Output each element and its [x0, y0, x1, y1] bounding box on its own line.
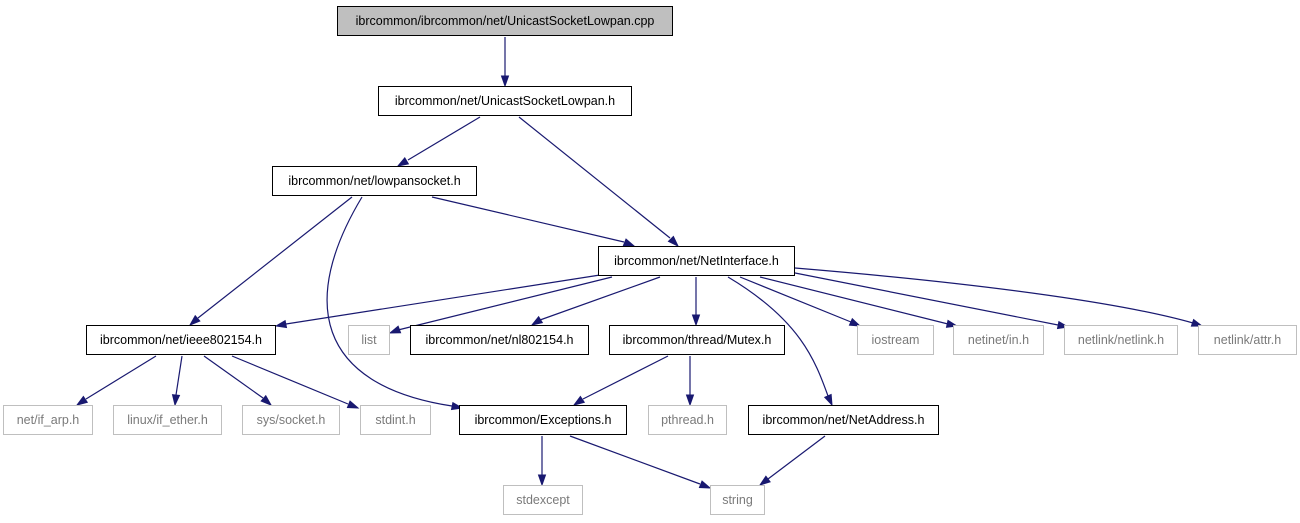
- arrowhead: [622, 238, 636, 247]
- edge-netif-to-list: [388, 276, 613, 334]
- edge-ieee-to-ifarp: [75, 355, 157, 406]
- edge-line: [789, 271, 1059, 326]
- arrowhead: [848, 317, 862, 327]
- node-netaddress-h[interactable]: ibrcommon/net/NetAddress.h: [748, 405, 939, 435]
- arrowhead: [530, 315, 544, 326]
- edge-lowpan-to-exc: [326, 196, 464, 411]
- arrowhead: [823, 393, 833, 407]
- edge-line: [197, 196, 353, 319]
- edge-lowpan-to-netif: [431, 196, 636, 247]
- edge-netif-to-iostream: [739, 276, 862, 327]
- node-sys-socket-h: sys/socket.h: [242, 405, 340, 435]
- arrowhead: [758, 475, 771, 486]
- edge-line: [767, 435, 826, 480]
- edge-line: [431, 196, 625, 243]
- node-pthread-h: pthread.h: [648, 405, 727, 435]
- arrowhead: [500, 75, 510, 88]
- arrowhead: [75, 395, 89, 406]
- edge-lowpan-to-ieee: [188, 196, 353, 326]
- arrowhead: [1190, 318, 1204, 327]
- node-root-unicastsocketlowpan-cpp[interactable]: ibrcommon/ibrcommon/net/UnicastSocketLow…: [337, 6, 673, 36]
- edges-layer: [75, 37, 1204, 489]
- arrowhead: [685, 394, 695, 407]
- edge-mutex-to-exc: [572, 355, 669, 406]
- edge-ieee-to-stdint: [231, 355, 360, 409]
- node-ieee802154-h[interactable]: ibrcommon/net/ieee802154.h: [86, 325, 276, 355]
- edge-netif-to-netinet: [759, 276, 959, 328]
- arrowhead: [572, 395, 586, 406]
- edge-line: [739, 276, 852, 323]
- edge-line: [85, 355, 157, 400]
- edge-exc-to-stdexcept: [537, 436, 547, 487]
- edge-netif-to-nl: [530, 276, 661, 326]
- arrowhead: [667, 235, 680, 248]
- edge-netif-to-ieee: [274, 274, 601, 329]
- edge-exc-to-string: [569, 435, 712, 489]
- edge-line: [231, 355, 349, 405]
- edge-unicast-to-lowpan: [396, 116, 481, 167]
- edge-line: [175, 355, 183, 396]
- node-list: list: [348, 325, 390, 355]
- node-lowpansocket-h[interactable]: ibrcommon/net/lowpansocket.h: [272, 166, 477, 196]
- arrowhead: [396, 156, 410, 167]
- edge-netif-to-mutex: [691, 277, 701, 327]
- arrowhead: [537, 474, 547, 487]
- node-netinet-in-h: netinet/in.h: [953, 325, 1044, 355]
- arrowhead: [388, 325, 402, 334]
- edge-line: [727, 276, 829, 397]
- edge-root-to-unicast: [500, 37, 510, 88]
- arrowhead: [171, 394, 181, 407]
- edge-ieee-to-sockh: [203, 355, 273, 406]
- arrowhead: [691, 314, 701, 327]
- edge-line: [582, 355, 669, 400]
- edge-line: [759, 276, 949, 325]
- edge-ieee-to-ifether: [171, 355, 183, 407]
- arrowhead: [260, 394, 273, 406]
- arrowhead: [346, 400, 360, 409]
- edge-line: [794, 267, 1194, 324]
- edge-line: [285, 274, 601, 325]
- edge-line: [407, 116, 481, 161]
- edge-netif-to-attr: [794, 267, 1204, 327]
- arrowhead: [274, 319, 288, 329]
- node-mutex-h[interactable]: ibrcommon/thread/Mutex.h: [609, 325, 785, 355]
- node-netinterface-h[interactable]: ibrcommon/net/NetInterface.h: [598, 246, 795, 276]
- edge-mutex-to-pthread: [685, 356, 695, 407]
- node-nl802154-h[interactable]: ibrcommon/net/nl802154.h: [410, 325, 589, 355]
- node-netlink-attr-h: netlink/attr.h: [1198, 325, 1297, 355]
- edge-line: [203, 355, 264, 399]
- edge-netaddr-to-string: [758, 435, 826, 486]
- node-string: string: [710, 485, 765, 515]
- edge-line: [326, 196, 453, 407]
- edge-line: [539, 276, 661, 321]
- node-stdint-h: stdint.h: [360, 405, 431, 435]
- node-unicastsocketlowpan-h[interactable]: ibrcommon/net/UnicastSocketLowpan.h: [378, 86, 632, 116]
- edge-unicast-to-netif: [518, 116, 680, 248]
- node-linux-if-ether-h: linux/if_ether.h: [113, 405, 222, 435]
- node-netlink-netlink-h: netlink/netlink.h: [1064, 325, 1178, 355]
- arrowhead: [188, 314, 201, 326]
- node-net-if-arp-h: net/if_arp.h: [3, 405, 93, 435]
- node-stdexcept: stdexcept: [503, 485, 583, 515]
- arrowhead: [698, 480, 712, 489]
- edge-line: [518, 116, 671, 239]
- node-iostream: iostream: [857, 325, 934, 355]
- edge-line: [397, 276, 613, 331]
- edge-netif-to-netaddr: [727, 276, 833, 407]
- node-exceptions-h[interactable]: ibrcommon/Exceptions.h: [459, 405, 627, 435]
- edge-line: [569, 435, 701, 485]
